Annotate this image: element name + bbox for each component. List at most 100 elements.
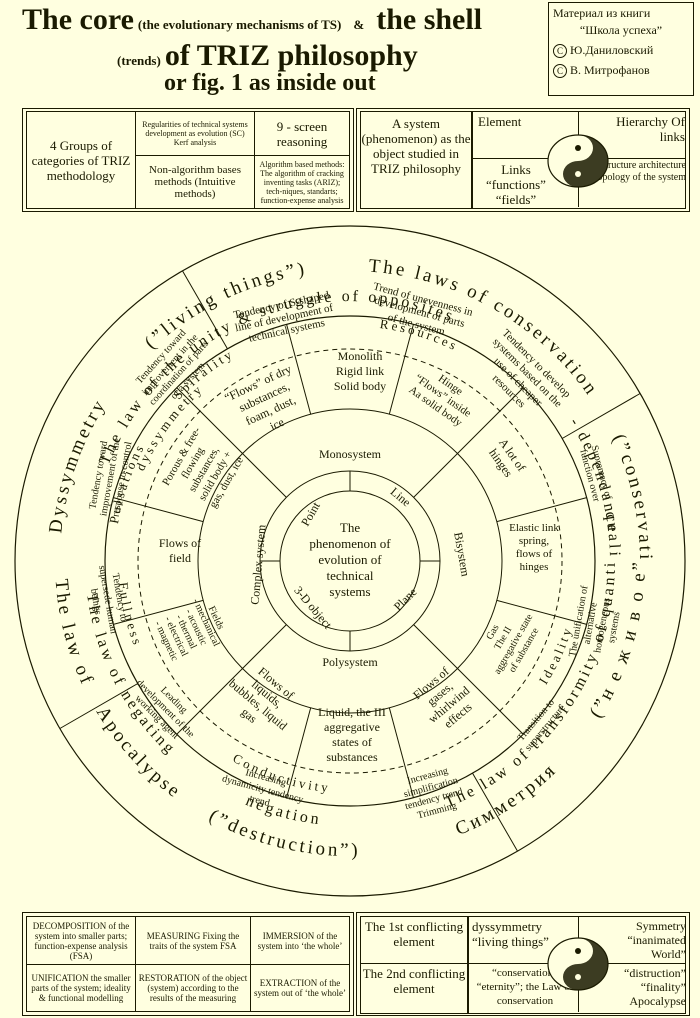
element-label: Element (478, 114, 522, 129)
segment-divider (496, 497, 587, 523)
dry-4: ice (268, 415, 287, 434)
center-line-1: The (340, 520, 360, 535)
system-cell: A system (phenomenon) as the object stud… (360, 111, 472, 209)
decomposition-cell: DECOMPOSITION of the system into smaller… (26, 916, 136, 965)
monolith-2: Rigid link (336, 364, 384, 378)
center-text: The phenomenon of evolution of technical… (309, 520, 391, 599)
flows-field-1: Flows of (159, 536, 201, 550)
monolith-3: Solid body (334, 379, 386, 393)
conflict-elements-cell (360, 916, 468, 1014)
segment-divider (457, 387, 524, 454)
copyright-icon: C (553, 44, 567, 58)
structure-label: structure architecture Topology of the s… (591, 160, 686, 183)
trend-circle (104, 315, 596, 807)
extraction-cell: EXTRACTION of the system out of ‘the who… (250, 964, 350, 1012)
bottom-right-frame (356, 912, 690, 1016)
links-label: Links “functions” “fields” (486, 162, 546, 207)
segment-divider (176, 668, 243, 735)
center-line-3: evolution of (318, 552, 382, 567)
bisystem-label: Bisystem (451, 531, 473, 578)
credit-school: “Школа успеха” (579, 23, 663, 37)
center-line-2: phenomenon of (309, 536, 391, 551)
point-label: Point (298, 499, 323, 529)
dynamicity-3: trend (248, 793, 271, 809)
groups-cell: 4 Groups of categories of TRIZ methodolo… (26, 111, 136, 209)
plane-label: Plane (391, 585, 420, 614)
segment-divider (176, 387, 243, 454)
middle-circle (197, 408, 503, 714)
title-inside-out: or fig. 1 as inside out (164, 70, 376, 96)
polysystem-label: Polysystem (322, 655, 378, 669)
distruction-label: “distruction” “finality” Apocalypse (624, 966, 686, 1008)
liquid-3: states of (332, 735, 372, 749)
title-core-sub: (the evolutionary mechanisms of TS) (137, 17, 342, 32)
line-label: Line (388, 485, 414, 510)
title-shell: the shell (376, 3, 483, 36)
non-algorithm-cell: Non-algorithm bases methods (Intuitive m… (135, 155, 255, 209)
first-conflict-label: The 1st conflicting element (364, 919, 464, 949)
inner-dividers (242, 453, 458, 669)
credit-author-2: В. Митрофанов (570, 63, 650, 77)
triz-circle-diagram: The phenomenon of evolution of technical… (0, 210, 686, 897)
unification-cell: UNIFICATION the smaller parts of the sys… (26, 964, 136, 1012)
segment-labels: Monolith Rigid link Solid body Hinge “Fl… (152, 349, 559, 764)
elastic-4: hinges (520, 561, 549, 573)
outer-segment-divider (59, 683, 139, 729)
title-amp: & (353, 17, 365, 32)
segment-divider (113, 497, 204, 523)
center-line-5: systems (329, 584, 370, 599)
segment-divider (457, 668, 524, 735)
restoration-cell: RESTORATION of the object (system) accor… (135, 964, 251, 1012)
divider (360, 963, 468, 964)
top-right-frame (356, 108, 690, 212)
monosystem-label: Monosystem (319, 447, 382, 461)
outer-dividers (59, 270, 641, 852)
unification-4: systems (606, 611, 622, 644)
conservation-label: “conservation” “eternity”; the Law of co… (476, 967, 574, 1007)
elastic-1: Elastic link (509, 522, 559, 534)
dyssymmetry-label: dyssymmetry “living things” (472, 919, 549, 949)
nine-screen-cell: 9 - screen reasoning (254, 111, 350, 156)
liquid-1: Liquid, the III (318, 705, 386, 719)
credit-author-1: Ю.Даниловский (570, 43, 654, 57)
title-core: The core (22, 3, 134, 36)
yin-yang-icon (547, 134, 609, 188)
page-title: The core (the evolutionary mechanisms of… (22, 4, 542, 97)
segment-divider (388, 324, 414, 415)
operations-table: DECOMPOSITION of the system into smaller… (26, 916, 350, 1012)
system-structure-cell (472, 111, 686, 209)
copyright-icon: C (553, 64, 567, 78)
conflict-matrix-cell (468, 916, 686, 1014)
hierarchy-label: Hierarchy Of links (616, 114, 685, 144)
segment-divider (496, 599, 587, 625)
title-trends: (trends) (117, 53, 161, 68)
segment-divider (286, 707, 312, 798)
outer-segment-divider (472, 772, 518, 852)
symmetry-label: Symmetry “inanimated World” (627, 919, 686, 961)
algorithm-cell: Algorithm based methods: The algorithm o… (254, 155, 350, 209)
regularities-cell: Regularities of technical systems develo… (135, 111, 255, 156)
segment-divider (113, 599, 204, 625)
elastic-3: flows of (516, 548, 553, 560)
yin-yang-icon (547, 937, 609, 991)
outer-circle (14, 225, 686, 897)
supersede-3: beings (88, 588, 103, 616)
segment-divider (286, 324, 312, 415)
liquid-2: aggregative (324, 720, 380, 734)
top-left-frame (22, 108, 354, 212)
immersion-cell: IMMERSION of the system into ‘the whole’ (250, 916, 350, 965)
flows-field-2: field (169, 551, 191, 565)
outer-segment-divider (561, 393, 641, 439)
measuring-cell: MEASURING Fixing the traits of the syste… (135, 916, 251, 965)
monolith-1: Monolith (338, 349, 383, 363)
bottom-left-frame (22, 912, 354, 1016)
outer-segment-divider (182, 270, 228, 350)
system-text: A system (phenomenon) as the object stud… (361, 116, 471, 176)
segment-divider (388, 707, 414, 798)
methodology-table: 4 Groups of categories of TRIZ methodolo… (26, 111, 350, 209)
credit-book: Материал из книги (553, 6, 651, 20)
second-conflict-label: The 2nd conflicting element (362, 966, 466, 996)
liquid-4: substances (326, 750, 378, 764)
title-triz: of TRIZ philosophy (164, 39, 418, 72)
